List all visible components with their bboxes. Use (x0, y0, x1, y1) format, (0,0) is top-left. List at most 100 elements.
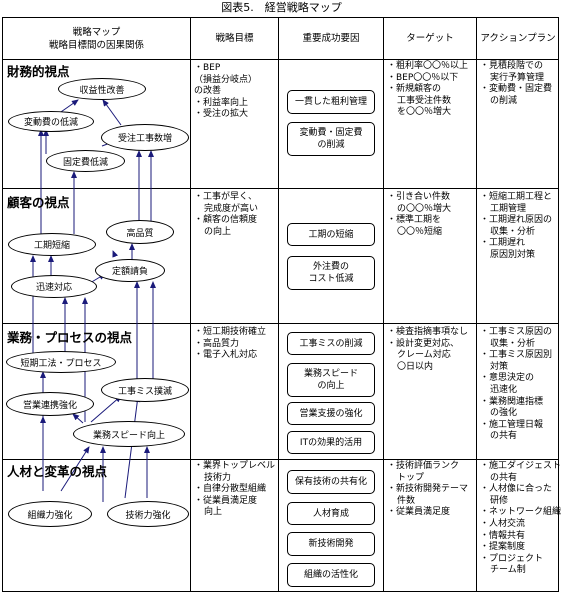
perspective-process: 業務・プロセスの視点 (7, 330, 133, 345)
node-fixed-price-contract: 定額請負 (95, 259, 165, 282)
objective-text: ・従業員満足度 (194, 495, 258, 506)
action-text: 原因別対策 (490, 249, 536, 260)
target-text: ・新技術開発テーマ (387, 484, 469, 495)
target-text: 工事受注件数 (397, 95, 452, 106)
objective-text: （損益分岐点） (194, 74, 258, 85)
action-text: ・提案制度 (480, 542, 526, 553)
header-map-line2: 戦略目標間の因果関係 (48, 39, 144, 51)
action-text: 対策 (490, 361, 509, 372)
header-strategy-map: 戦略マップ 戦略目標間の因果関係 (3, 18, 190, 59)
action-text: の共有 (490, 472, 518, 483)
action-text: 実行予算管理 (490, 72, 545, 83)
node-shorter-construction: 工期短縮 (8, 233, 96, 256)
objective-text: ・工事が早く、 (194, 192, 258, 202)
node-high-quality: 高品質 (106, 220, 174, 244)
action-text: 収集・分析 (490, 226, 536, 237)
action-text: の削減 (490, 95, 518, 106)
objective-text: ・自律分散型組織 (194, 484, 267, 495)
arrow (112, 250, 119, 258)
objective-text: ・高品質力 (194, 338, 240, 349)
action-text: チーム制 (490, 565, 526, 576)
action-text: ・工事ミス原因の (480, 327, 553, 337)
action-text: ・工事ミス原因別 (480, 350, 553, 361)
header-map-line1: 戦略マップ (72, 26, 121, 38)
node-organization: 組織力強化 (8, 501, 92, 527)
csf-box: 工期の短縮 (287, 223, 375, 246)
perspective-financial: 財務的視点 (7, 64, 70, 79)
node-sales-cooperation: 営業連携強化 (6, 392, 94, 416)
action-text: ・人材像に合った (480, 484, 553, 495)
node-error-elimination: 工事ミス撲滅 (101, 378, 189, 402)
node-variable-cost: 変動費の低減 (8, 111, 94, 132)
objective-text: の向上 (204, 226, 232, 237)
target-text: クレーム対応 (397, 350, 451, 361)
action-text: ・施工ダイジェスト (480, 461, 562, 471)
action-text: の強化 (490, 408, 518, 419)
perspective-people: 人材と変革の視点 (7, 464, 108, 479)
objective-text: 技術力 (204, 472, 232, 483)
action-text: 収集・分析 (490, 338, 536, 349)
column-divider (383, 18, 384, 591)
target-text: ・粗利率〇〇％以上 (387, 61, 469, 71)
target-financial: ・粗利率〇〇％以上 ・BEP〇〇％以下 ・新規顧客の 工事受注件数 を〇〇％増大 (387, 61, 468, 119)
csf-box: 人材育成 (287, 502, 375, 525)
csf-box: ITの効果的活用 (287, 431, 375, 454)
action-financial: ・見積段階での 実行予算管理 ・変動費・固定費 の削減 (480, 61, 552, 107)
csf-box: 保有技術の共有化 (287, 470, 375, 494)
perspective-customer: 顧客の視点 (7, 195, 70, 210)
column-divider (476, 18, 477, 591)
action-process: ・工事ミス原因の 収集・分析 ・工事ミス原因別 対策 ・意思決定の 迅速化 ・業… (480, 327, 552, 443)
action-customer: ・短縮工期工程と 工期管理 ・工期遅れ原因の 収集・分析 ・工期遅れ 原因別対策 (480, 192, 552, 262)
action-text: ・工期遅れ原因の (480, 215, 553, 226)
action-people: ・施工ダイジェスト の共有 ・人材像に合った 研修 ・ネットワーク組織 ・人材交… (480, 461, 561, 577)
column-divider (278, 18, 279, 591)
csf-box: 変動費・固定費 の削減 (287, 122, 375, 156)
header-target: ターゲット (406, 33, 454, 44)
arrow (90, 395, 122, 423)
objective-text: ・電子入札対応 (194, 350, 258, 361)
target-text: ・検査指摘事項なし (387, 327, 469, 337)
target-text: の〇〇％増大 (397, 203, 452, 214)
action-text: ・見積段階での (480, 61, 544, 71)
node-order-increase: 受注工事数増 (101, 124, 189, 151)
objectives-people: ・業界トップレベル 技術力 ・自律分散型組織 ・従業員満足度 向上 (194, 461, 275, 519)
target-customer: ・引き合い件数 の〇〇％増大 ・標準工期を 〇〇％短縮 (387, 192, 451, 238)
arrow (124, 395, 141, 499)
csf-box: 外注費の コスト低減 (287, 256, 375, 290)
objective-text: ・顧客の信頼度 (194, 215, 258, 226)
target-text: ・設計変更対応、 (387, 338, 460, 349)
arrow (102, 99, 122, 126)
objective-text: ・BEP (194, 63, 221, 73)
target-text: を〇〇％増大 (397, 107, 452, 118)
node-fixed-cost: 固定費低減 (46, 150, 125, 172)
action-text: ・変動費・固定費 (480, 84, 553, 95)
node-quick-response: 迅速対応 (11, 275, 97, 298)
action-text: の共有 (490, 431, 518, 442)
target-text: 件数 (397, 495, 416, 506)
objective-text: ・短工期技術確立 (194, 327, 267, 337)
action-text: ・短縮工期工程と (480, 192, 553, 202)
target-text: ・従業員満足度 (387, 507, 451, 518)
csf-box: 組織の活性化 (287, 563, 375, 587)
objective-text: の改善 (194, 86, 222, 97)
figure-title: 図表5. 経営戦略マップ (221, 1, 342, 14)
target-text: ・引き合い件数 (387, 192, 451, 202)
action-text: ・ネットワーク組織 (480, 507, 562, 518)
header-action: アクションプラン (480, 33, 556, 44)
target-text: ・新規顧客の (387, 84, 442, 95)
header-csf: 重要成功要因 (302, 33, 360, 44)
csf-box: 新技術開発 (287, 532, 375, 556)
node-profitability: 収益性改善 (58, 78, 146, 100)
objective-text: 完成度が高い (204, 203, 259, 214)
objectives-financial: ・BEP （損益分岐点） の改善 ・利益率向上 ・受注の拡大 (194, 63, 257, 121)
row-divider (3, 459, 558, 460)
node-short-method: 短期工法・プロセス (6, 351, 116, 373)
arrow (60, 446, 90, 492)
objective-text: ・業界トップレベル (194, 461, 276, 471)
action-text: 工期管理 (490, 203, 527, 214)
node-technology: 技術力強化 (107, 501, 189, 527)
row-divider (3, 188, 558, 189)
target-text: 〇日以内 (397, 361, 434, 372)
target-text: トップ (397, 472, 425, 483)
objectives-customer: ・工事が早く、 完成度が高い ・顧客の信頼度 の向上 (194, 192, 258, 238)
